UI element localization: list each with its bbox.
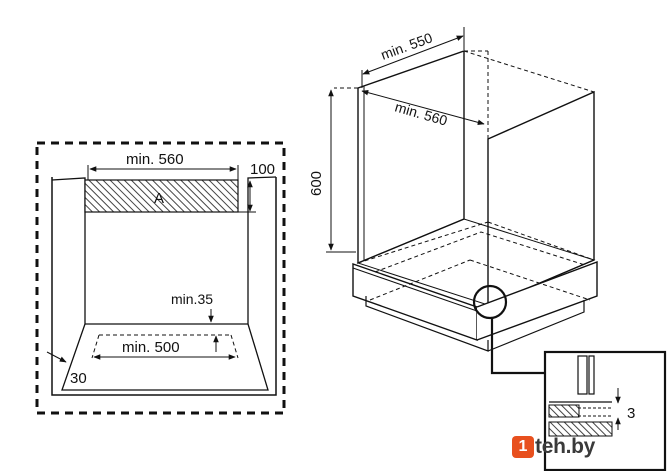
- depth-dimension: [362, 35, 464, 75]
- side-dimension: [46, 351, 67, 363]
- detail-wood-strip: [548, 404, 580, 418]
- outer-dashed-frame: [35, 141, 286, 415]
- watermark-badge: 1: [512, 436, 534, 458]
- height-label: 600: [308, 171, 325, 196]
- right-view: 600 min. 550 min. 560: [308, 27, 598, 375]
- ventilation-zone: [84, 179, 239, 213]
- cabinet-outline: [51, 177, 277, 396]
- side-label: 30: [70, 370, 87, 387]
- detail-leader: [490, 318, 546, 375]
- detail-gap-label: 3: [627, 405, 635, 422]
- detail-wood-bottom: [548, 421, 613, 437]
- watermark-text: teh.by: [535, 435, 596, 458]
- detail-panel-left: [577, 355, 588, 395]
- detail-callout-circle: [472, 284, 508, 320]
- watermark-badge-text: 1: [518, 438, 528, 455]
- base-recess: [365, 296, 585, 352]
- plinth-top-edge: [352, 267, 478, 312]
- left-view: A min. 560 100 min.35 min. 500 30: [35, 141, 286, 415]
- bottom-opening-dashed: [91, 334, 239, 359]
- gap-label: min.35: [171, 291, 213, 307]
- detail-view: 3: [543, 350, 667, 471]
- hidden-lines: [334, 50, 595, 305]
- detail-frame: [543, 350, 667, 471]
- left-side-panel: [357, 50, 465, 265]
- detail-panel-right: [588, 355, 595, 395]
- zone-height-label: 100: [250, 161, 275, 178]
- zone-label: A: [154, 190, 164, 207]
- detail-gap-lines: [578, 407, 612, 417]
- site-watermark: 1 teh.by: [512, 432, 662, 462]
- top-width-label: min. 560: [126, 151, 184, 168]
- plinth-side: [476, 260, 598, 341]
- width-dimension: [361, 89, 485, 126]
- bottom-width-label: min. 500: [122, 339, 180, 356]
- plinth-front: [352, 263, 478, 341]
